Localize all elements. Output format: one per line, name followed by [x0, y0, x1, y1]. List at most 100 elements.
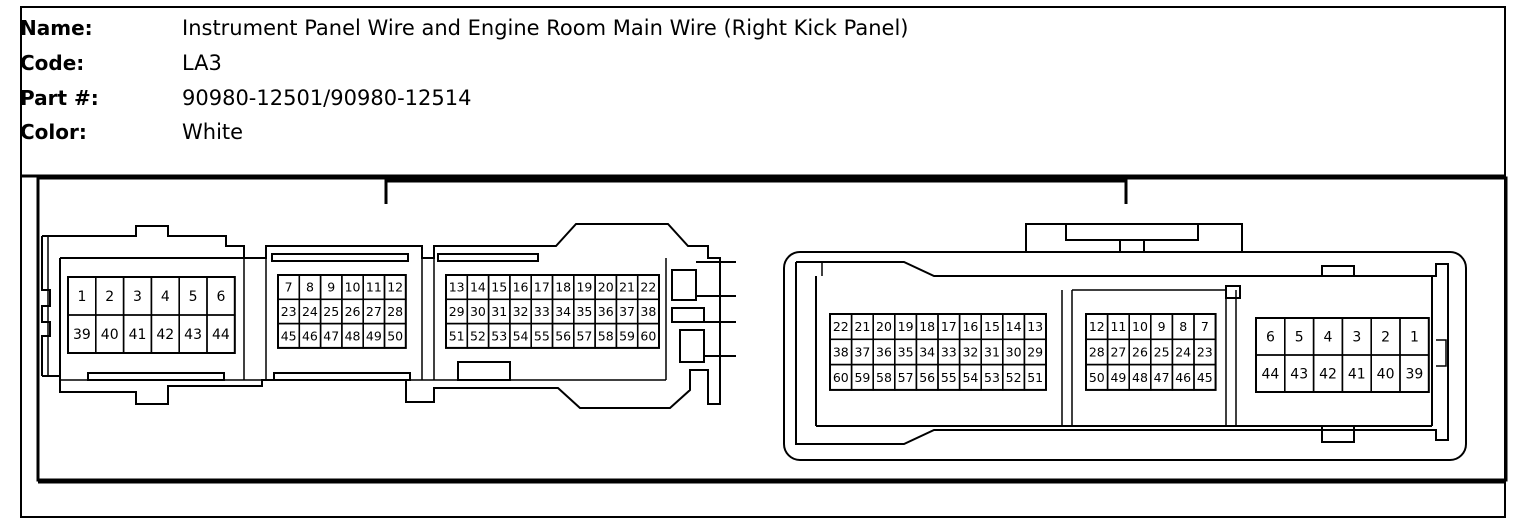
- pin-number: 7: [1201, 319, 1209, 334]
- diagram-frame: [36, 176, 1508, 482]
- pin-number: 13: [449, 280, 465, 295]
- pin-number: 50: [387, 328, 403, 343]
- pin-number: 21: [854, 319, 870, 334]
- pin-number: 11: [366, 280, 382, 295]
- pin-cell: [206, 314, 236, 354]
- pin-number: 43: [184, 327, 202, 343]
- pairing-bracket: [384, 179, 1128, 204]
- pin-number: 49: [366, 328, 382, 343]
- pin-number: 30: [1006, 344, 1022, 359]
- pin-number: 31: [491, 304, 507, 319]
- pin-number: 46: [302, 328, 318, 343]
- pin-number: 34: [555, 304, 571, 319]
- pin-number: 34: [919, 344, 935, 359]
- pin-number: 16: [962, 319, 978, 334]
- color-label: Color:: [20, 120, 87, 144]
- pin-number: 33: [534, 304, 550, 319]
- pin-cell: [1023, 363, 1047, 391]
- pin-number: 40: [101, 327, 119, 343]
- color-value: White: [182, 120, 244, 144]
- pin-number: 22: [640, 280, 656, 295]
- pin-number: 45: [281, 328, 297, 343]
- pin-number: 58: [598, 328, 614, 343]
- pin-number: 51: [1027, 370, 1043, 385]
- pin-cell: [383, 322, 407, 349]
- code-label: Code:: [20, 51, 85, 75]
- pin-number: 52: [1006, 370, 1022, 385]
- pin-number: 57: [576, 328, 592, 343]
- pin-number: 21: [619, 280, 635, 295]
- pin-number: 7: [285, 280, 293, 295]
- pin-cell: [1399, 354, 1430, 393]
- pin-number: 27: [1110, 344, 1126, 359]
- pin-number: 60: [640, 328, 656, 343]
- pin-number: 42: [1319, 367, 1337, 383]
- pin-number: 16: [513, 280, 529, 295]
- pin-number: 45: [1197, 370, 1213, 385]
- pin-number: 59: [619, 328, 635, 343]
- pin-number: 12: [387, 280, 403, 295]
- pin-number: 5: [1295, 330, 1304, 346]
- pin-number: 48: [345, 328, 361, 343]
- pin-number: 6: [1266, 330, 1275, 346]
- pin-number: 56: [919, 370, 935, 385]
- pin-number: 10: [345, 280, 361, 295]
- pin-number: 46: [1175, 370, 1191, 385]
- pin-number: 58: [876, 370, 892, 385]
- pin-number: 31: [984, 344, 1000, 359]
- pin-number: 17: [941, 319, 957, 334]
- pin-number: 15: [491, 280, 507, 295]
- pin-number: 36: [598, 304, 614, 319]
- code-value: LA3: [182, 51, 222, 75]
- pin-number: 19: [576, 280, 592, 295]
- pin-number: 33: [941, 344, 957, 359]
- pin-number: 53: [984, 370, 1000, 385]
- pin-number: 32: [513, 304, 529, 319]
- pin-number: 43: [1290, 367, 1308, 383]
- pin-number: 29: [1027, 344, 1043, 359]
- pin-number: 28: [387, 304, 403, 319]
- pin-number: 50: [1089, 370, 1105, 385]
- pin-number: 18: [919, 319, 935, 334]
- pin-number: 24: [1175, 344, 1191, 359]
- pin-number: 6: [216, 289, 225, 305]
- pin-number: 40: [1377, 367, 1395, 383]
- pin-number: 4: [1324, 330, 1333, 346]
- pin-number: 37: [619, 304, 635, 319]
- pin-number: 27: [366, 304, 382, 319]
- pin-number: 51: [449, 328, 465, 343]
- pin-number: 1: [77, 289, 86, 305]
- name-value: Instrument Panel Wire and Engine Room Ma…: [182, 16, 909, 40]
- pin-number: 24: [302, 304, 318, 319]
- pin-number: 23: [1197, 344, 1213, 359]
- pin-number: 42: [156, 327, 174, 343]
- pin-number: 55: [941, 370, 957, 385]
- pin-number: 20: [876, 319, 892, 334]
- part-value: 90980-12501/90980-12514: [182, 86, 472, 110]
- pin-number: 60: [833, 370, 849, 385]
- pin-number: 35: [576, 304, 592, 319]
- pin-number: 35: [898, 344, 914, 359]
- pin-number: 44: [1261, 367, 1279, 383]
- pin-number: 39: [73, 327, 91, 343]
- left-connector-housing: [41, 223, 736, 409]
- part-label: Part #:: [20, 86, 99, 110]
- pin-number: 8: [306, 280, 314, 295]
- pin-number: 30: [470, 304, 486, 319]
- pin-number: 2: [105, 289, 114, 305]
- pin-number: 15: [984, 319, 1000, 334]
- pin-number: 18: [555, 280, 571, 295]
- pin-number: 26: [345, 304, 361, 319]
- name-label: Name:: [20, 16, 93, 40]
- pin-number: 44: [212, 327, 230, 343]
- pin-number: 47: [323, 328, 339, 343]
- pin-number: 3: [133, 289, 142, 305]
- pin-number: 5: [189, 289, 198, 305]
- pin-number: 25: [323, 304, 339, 319]
- pin-number: 54: [513, 328, 529, 343]
- pin-number: 55: [534, 328, 550, 343]
